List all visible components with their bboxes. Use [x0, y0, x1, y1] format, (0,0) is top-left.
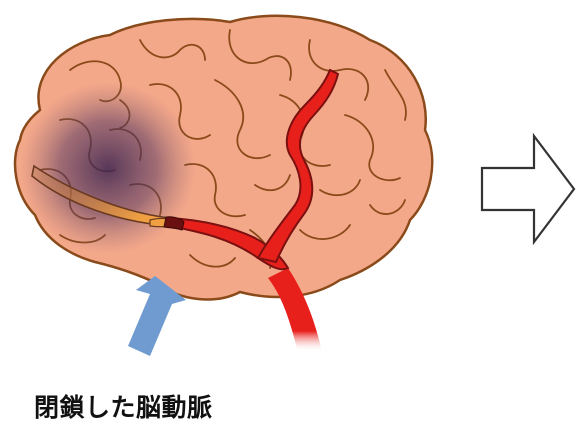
clot-junction: [163, 216, 185, 231]
caption-occluded-artery: 閉鎖した脳動脈: [34, 393, 213, 422]
up-right-arrow-icon: [128, 276, 186, 356]
cerebral-artery: [169, 68, 340, 352]
right-outline-arrow-icon: [480, 132, 576, 246]
ischemic-area: [20, 82, 196, 254]
